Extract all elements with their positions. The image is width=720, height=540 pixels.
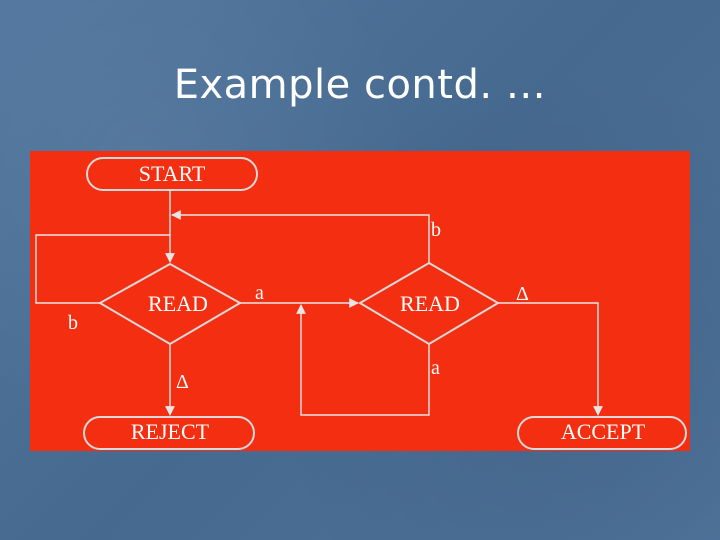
flowchart-diagram: START READ READ REJECT ACCEPT b b (35, 157, 687, 450)
accept-label: ACCEPT (561, 419, 646, 444)
start-node: START (86, 157, 258, 191)
edge-read1-loop (35, 234, 170, 304)
edge-label-b-top: b (431, 219, 441, 241)
reject-node: REJECT (83, 416, 255, 450)
read-node-2: READ (358, 261, 500, 346)
edge-label-b-left: b (68, 312, 78, 334)
read-2-label: READ (400, 291, 460, 316)
edge-label-delta-left: Δ (176, 371, 189, 393)
flowchart-panel: START READ READ REJECT ACCEPT b b (30, 151, 690, 451)
edge-read2-to-accept (498, 302, 603, 416)
reject-label: REJECT (131, 419, 210, 444)
read-node-1: READ (97, 262, 243, 346)
edge-label-delta-right: Δ (516, 283, 529, 305)
read-1-label: READ (148, 291, 208, 316)
edge-label-a-bottom: a (431, 357, 440, 379)
slide-title: Example contd. … (173, 62, 547, 108)
edge-read2-loop (296, 304, 430, 416)
edge-read2-to-read1 (171, 210, 430, 263)
start-label: START (139, 161, 206, 186)
edge-label-a-middle: a (255, 282, 264, 304)
accept-node: ACCEPT (517, 416, 687, 450)
